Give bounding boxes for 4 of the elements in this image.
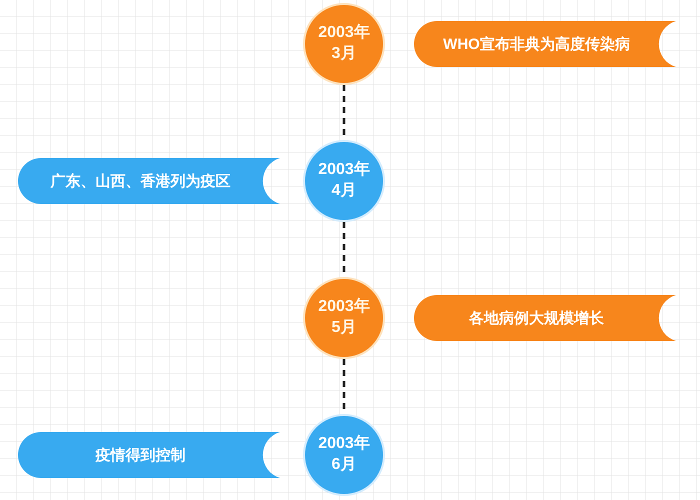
ribbon-banner: 疫情得到控制 (18, 432, 280, 478)
ribbon-banner: 各地病例大规模增长 (414, 295, 676, 341)
ribbon-banner: 广东、山西、香港列为疫区 (18, 158, 280, 204)
ribbon-banner: WHO宣布非典为高度传染病 (414, 21, 676, 67)
